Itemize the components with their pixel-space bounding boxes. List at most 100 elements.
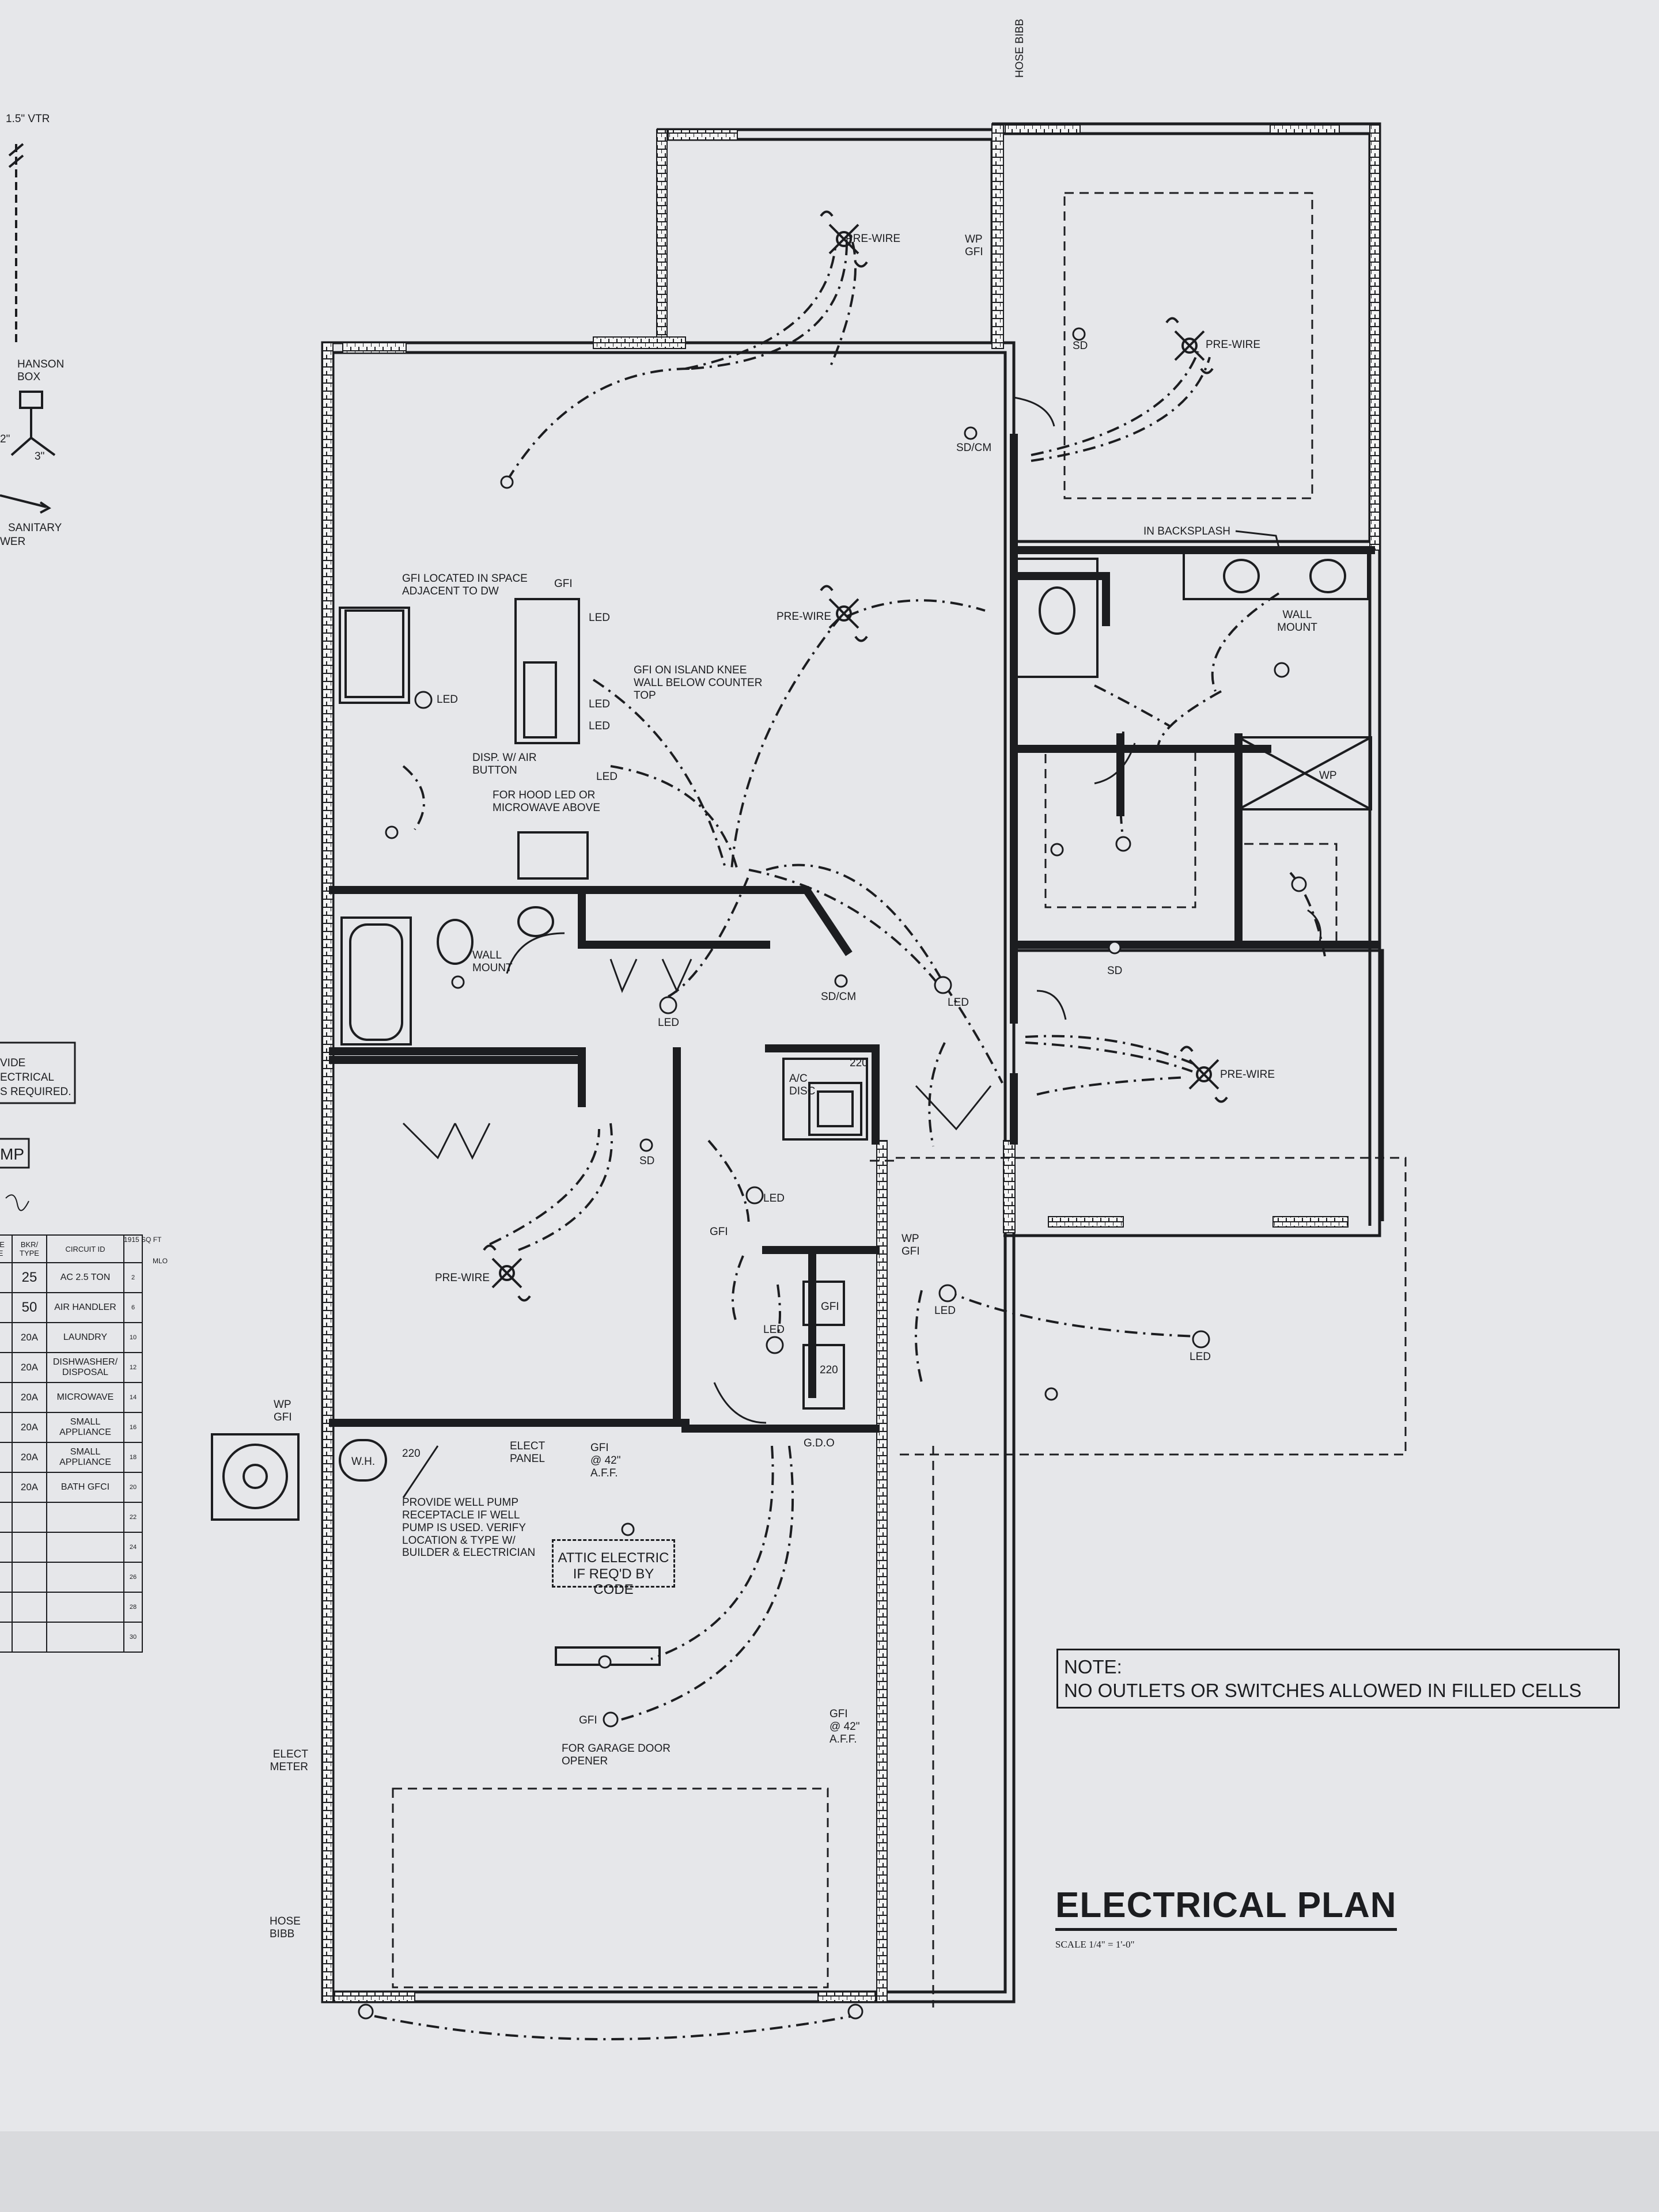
hood-note: FOR HOOD LED OR MICROWAVE ABOVE bbox=[493, 789, 600, 814]
circuit-id: SMALL APPLIANCE bbox=[46, 1412, 124, 1443]
n: 26 bbox=[123, 1562, 143, 1593]
provide-line-2: ECTRICAL bbox=[0, 1071, 54, 1084]
plan-title: ELECTRICAL PLAN bbox=[1055, 1885, 1397, 1931]
wh-label: W.H. bbox=[351, 1456, 376, 1468]
vtr-label: 1.5" VTR bbox=[6, 113, 50, 125]
provide-line-3: S REQUIRED. bbox=[0, 1086, 71, 1098]
n: 10 bbox=[123, 1322, 143, 1353]
bkr: 20A bbox=[12, 1322, 47, 1353]
circuit-id: SMALL APPLIANCE bbox=[46, 1442, 124, 1473]
circuit-id: MICROWAVE bbox=[46, 1382, 124, 1413]
bkr: 20A bbox=[12, 1412, 47, 1443]
well-pump-note: PROVIDE WELL PUMP RECEPTACLE IF WELL PUM… bbox=[402, 1497, 536, 1559]
wire: 12 bbox=[0, 1442, 13, 1473]
led-island-1: LED bbox=[589, 612, 610, 624]
sd-bedroom3: SD bbox=[639, 1155, 655, 1167]
pipe-3-label: 3" bbox=[35, 450, 45, 463]
led-island-2: LED bbox=[589, 698, 610, 710]
sd-master: SD bbox=[1073, 340, 1088, 352]
mlo-label: MLO bbox=[153, 1257, 168, 1265]
col-header-circuit: CIRCUIT ID bbox=[46, 1234, 124, 1263]
led-kitchen-1: LED bbox=[437, 694, 458, 706]
gfi-island-note: GFI ON ISLAND KNEE WALL BELOW COUNTER TO… bbox=[634, 664, 763, 702]
bkr: 20A bbox=[12, 1352, 47, 1383]
hose-bibb-top: HOSE BIBB bbox=[1014, 18, 1026, 78]
led-island-3: LED bbox=[589, 720, 610, 732]
sd-cm-kitchen: SD/CM bbox=[821, 991, 857, 1003]
n: 16 bbox=[123, 1412, 143, 1443]
wire: 10 bbox=[0, 1262, 13, 1293]
note-text: NO OUTLETS OR SWITCHES ALLOWED IN FILLED… bbox=[1064, 1680, 1582, 1702]
pre-wire-br2: PRE-WIRE bbox=[1220, 1069, 1275, 1081]
title-block: ELECTRICAL PLAN SCALE 1/4" = 1'-0" bbox=[1055, 1885, 1397, 1950]
wire: 12 bbox=[0, 1352, 13, 1383]
dashed-outlines bbox=[392, 192, 1407, 2008]
v220-ac: 220 bbox=[850, 1057, 868, 1069]
gfi-laundry-2: GFI bbox=[821, 1301, 839, 1313]
gfi-laundry: GFI bbox=[710, 1226, 728, 1238]
n: 24 bbox=[123, 1532, 143, 1563]
gfi-located-note: GFI LOCATED IN SPACE ADJACENT TO DW bbox=[402, 573, 528, 597]
table-row: 30 bbox=[0, 1622, 143, 1653]
bkr: 20A bbox=[12, 1442, 47, 1473]
disp-note: DISP. W/ AIR BUTTON bbox=[472, 752, 537, 777]
gfi-42-garage-right: GFI @ 42" A.F.F. bbox=[830, 1708, 860, 1745]
n: 18 bbox=[123, 1442, 143, 1473]
pipe-2-label: 2" bbox=[0, 433, 10, 445]
circuit-id: AC 2.5 TON bbox=[46, 1262, 124, 1293]
table-row: 28 bbox=[0, 1592, 143, 1623]
n: 6 bbox=[123, 1292, 143, 1323]
wp-gfi-garage: WP GFI bbox=[274, 1399, 292, 1423]
wall-mount-bath: WALL MOUNT bbox=[472, 949, 513, 974]
attic-electric-note: ATTIC ELECTRIC IF REQ'D BY CODE bbox=[552, 1539, 675, 1597]
circuit-id: BATH GFCI bbox=[46, 1472, 124, 1503]
vent-stack bbox=[0, 143, 56, 514]
circuit-id: LAUNDRY bbox=[46, 1322, 124, 1353]
led-hood: LED bbox=[596, 771, 618, 783]
bkr: 20A bbox=[12, 1382, 47, 1413]
circuit-table: WIRE SIZE BKR/ TYPE CIRCUIT ID 1025AC 2.… bbox=[0, 1234, 143, 1653]
sd-hall: SD bbox=[1107, 965, 1123, 977]
wire: 6 bbox=[0, 1292, 13, 1323]
led-porch-1: LED bbox=[934, 1305, 956, 1317]
ceiling-fans bbox=[483, 210, 1228, 1302]
amp-label: MP bbox=[0, 1145, 24, 1163]
elect-panel-label: ELECT PANEL bbox=[510, 1440, 545, 1465]
bkr: 50 bbox=[12, 1292, 47, 1323]
sewer-label: WER bbox=[0, 536, 26, 548]
plan-scale: SCALE 1/4" = 1'-0" bbox=[1055, 1939, 1135, 1950]
n: 30 bbox=[123, 1622, 143, 1653]
bkr: 20A bbox=[12, 1472, 47, 1503]
elect-meter-label: ELECT METER bbox=[270, 1748, 309, 1773]
pre-wire-br3: PRE-WIRE bbox=[435, 1272, 490, 1284]
v220-wh: 220 bbox=[402, 1448, 421, 1460]
signature bbox=[5, 1194, 29, 1211]
wire: 12 bbox=[0, 1322, 13, 1353]
ac-disc-label: A/C DISC bbox=[789, 1073, 816, 1097]
hose-bibb-garage: HOSE BIBB bbox=[270, 1915, 301, 1940]
pre-wire-master: PRE-WIRE bbox=[1206, 339, 1260, 351]
provide-box bbox=[0, 1041, 76, 1104]
n: 2 bbox=[123, 1262, 143, 1293]
table-row: 1220ALAUNDRY10 bbox=[0, 1322, 143, 1353]
wp-gfi-patio: WP GFI bbox=[965, 233, 983, 258]
col-header-wire: WIRE SIZE bbox=[0, 1234, 13, 1263]
circuit-id: AIR HANDLER bbox=[46, 1292, 124, 1323]
led-laundry-2: LED bbox=[763, 1324, 785, 1336]
led-hall-1: LED bbox=[658, 1017, 679, 1029]
n: 22 bbox=[123, 1502, 143, 1533]
gfi-42-garage: GFI @ 42" A.F.F. bbox=[590, 1442, 621, 1479]
gdo-label: G.D.O bbox=[804, 1437, 835, 1449]
gfi-top-island: GFI bbox=[554, 578, 573, 590]
garage-opener-note: FOR GARAGE DOOR OPENER bbox=[562, 1743, 671, 1767]
device-symbols bbox=[358, 327, 1307, 2020]
wire: 12 bbox=[0, 1472, 13, 1503]
led-porch-2: LED bbox=[1190, 1351, 1211, 1363]
masonry-hatch bbox=[322, 123, 1380, 2002]
